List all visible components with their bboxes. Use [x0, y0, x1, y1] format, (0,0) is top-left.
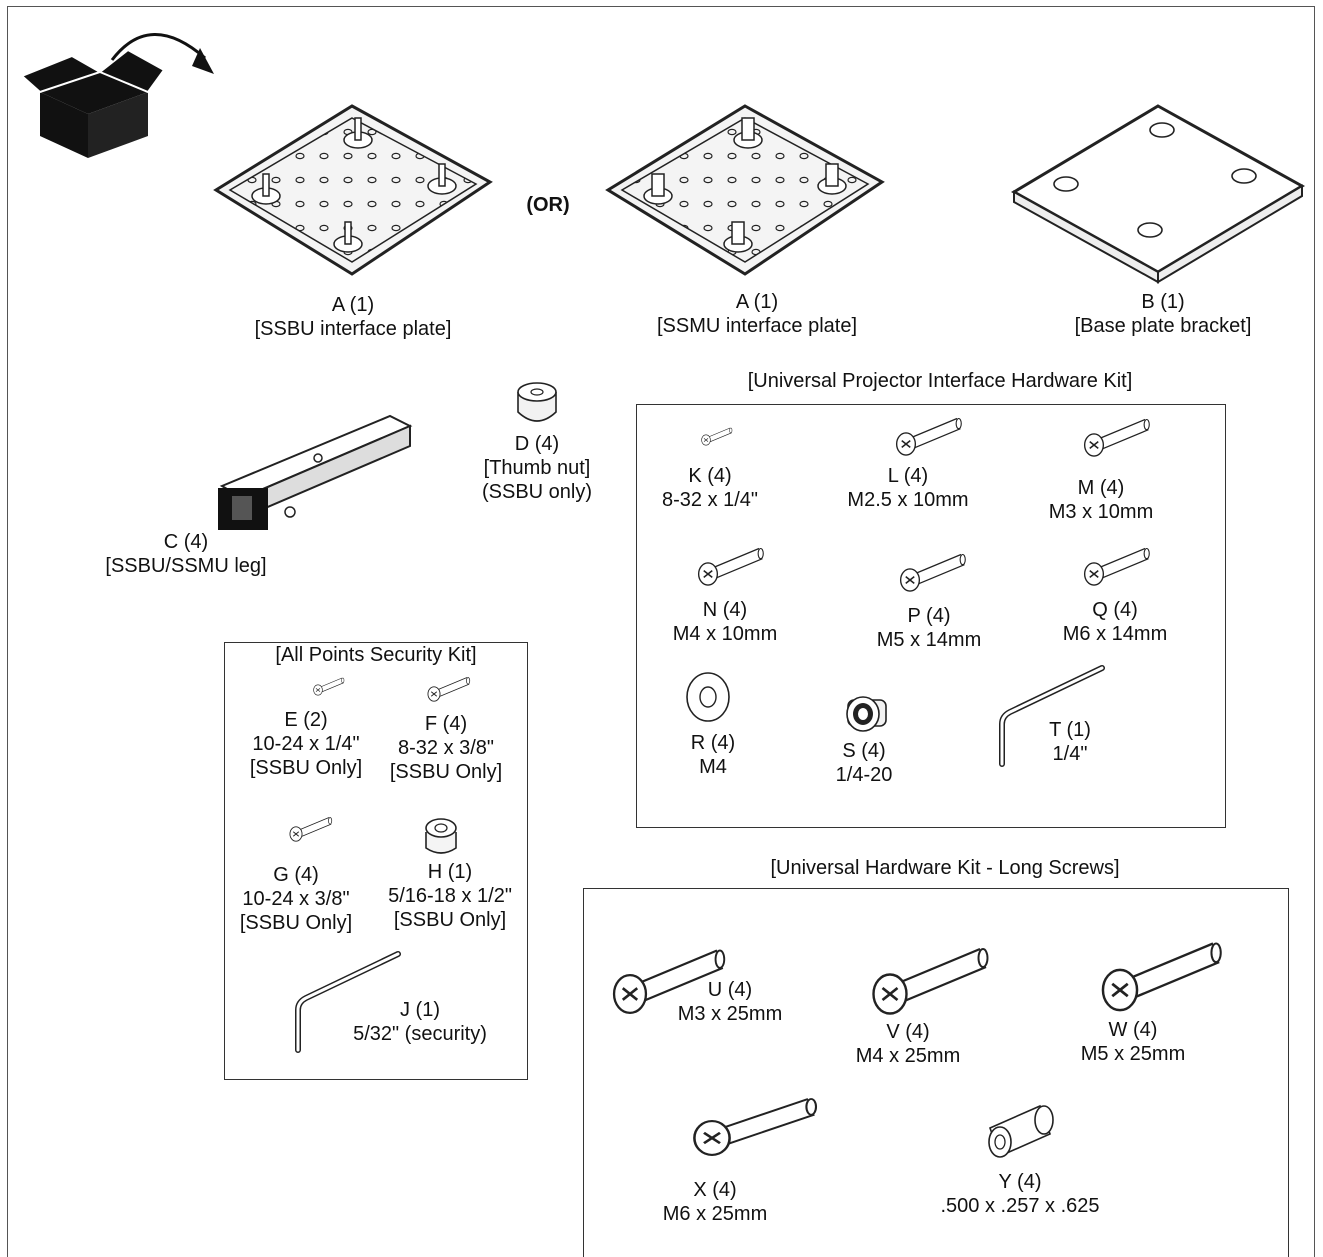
item-spec: M6 x 14mm: [1062, 623, 1168, 645]
leg-c-drawing: [218, 414, 413, 530]
item-id: H (1): [427, 861, 473, 883]
projector-item-s: S (4) 1/4-20: [836, 739, 893, 787]
part-id: A (1): [331, 294, 375, 316]
item-spec: M4 x 25mm: [855, 1045, 961, 1067]
item-id: Q (4): [1092, 599, 1138, 621]
item-id: T (1): [1049, 719, 1091, 741]
part-desc: [Base plate bracket]: [1074, 315, 1252, 337]
security-item-j: J (1) 5/32" (security): [353, 998, 487, 1046]
item-id: N (4): [702, 599, 748, 621]
projector-kit-title: [Universal Projector Interface Hardware …: [747, 370, 1133, 392]
or-label: (OR): [526, 194, 570, 216]
part-id: A (1): [735, 291, 779, 313]
item-note: [SSBU Only]: [249, 757, 363, 779]
item-spec: M4: [699, 756, 727, 778]
plate-a-ssmu-drawing: [605, 104, 885, 276]
item-spec: M2.5 x 10mm: [847, 489, 969, 511]
long-item-u: U (4) M3 x 25mm: [678, 978, 782, 1026]
projector-kit-icons: [686, 417, 1151, 765]
item-note: [SSBU Only]: [393, 909, 507, 931]
item-id: E (2): [284, 709, 328, 731]
item-spec: M5 x 14mm: [876, 629, 982, 651]
projector-item-q: Q (4) M6 x 14mm: [1063, 598, 1167, 646]
item-id: S (4): [842, 740, 886, 762]
projector-item-t: T (1) 1/4": [1049, 718, 1091, 766]
item-spec: 8-32 x 3/8": [397, 737, 495, 759]
item-spec: M6 x 25mm: [662, 1203, 768, 1225]
page-frame: [7, 6, 1315, 1257]
part-d-label: D (4) [Thumb nut] (SSBU only): [482, 432, 592, 504]
base-plate-b-drawing: [1010, 104, 1306, 284]
item-spec: 5/32" (security): [353, 1023, 487, 1045]
part-desc: [SSBU interface plate]: [254, 318, 452, 340]
part-id: C (4): [163, 531, 209, 553]
item-spec: .500 x .257 x .625: [940, 1195, 1100, 1217]
item-id: K (4): [688, 465, 732, 487]
security-kit-title: [All Points Security Kit]: [275, 644, 477, 666]
projector-item-r: R (4) M4: [691, 731, 735, 779]
projector-item-m: M (4) M3 x 10mm: [1049, 476, 1153, 524]
item-spec: 10-24 x 1/4": [252, 733, 360, 755]
item-spec: 8-32 x 1/4": [661, 489, 759, 511]
item-id: F (4): [424, 713, 468, 735]
thumb-nut-d-drawing: [517, 382, 557, 422]
item-id: L (4): [887, 465, 929, 487]
item-spec: M3 x 10mm: [1048, 501, 1154, 523]
part-a-ssmu-label: A (1) [SSMU interface plate]: [657, 290, 857, 338]
security-kit-icons: [289, 677, 471, 1051]
item-id: U (4): [707, 979, 753, 1001]
part-note: (SSBU only): [481, 481, 593, 503]
security-item-g: G (4) 10-24 x 3/8" [SSBU Only]: [240, 863, 352, 935]
item-spec: 1/4": [1052, 743, 1088, 765]
item-id: G (4): [273, 864, 319, 886]
item-note: [SSBU Only]: [239, 912, 353, 934]
projector-item-l: L (4) M2.5 x 10mm: [847, 464, 968, 512]
long-kit-box: [583, 888, 1289, 1257]
part-id: B (1): [1141, 291, 1185, 313]
security-item-e: E (2) 10-24 x 1/4" [SSBU Only]: [250, 708, 362, 780]
long-item-w: W (4) M5 x 25mm: [1081, 1018, 1185, 1066]
item-id: X (4): [693, 1179, 737, 1201]
long-item-x: X (4) M6 x 25mm: [663, 1178, 767, 1226]
item-spec: M3 x 25mm: [677, 1003, 783, 1025]
projector-item-p: P (4) M5 x 14mm: [877, 604, 981, 652]
item-id: Y (4): [998, 1171, 1042, 1193]
security-kit-box: [224, 642, 528, 1080]
item-spec: M5 x 25mm: [1080, 1043, 1186, 1065]
projector-kit-box: [636, 404, 1226, 828]
part-desc: [SSMU interface plate]: [656, 315, 858, 337]
part-b-label: B (1) [Base plate bracket]: [1075, 290, 1252, 338]
security-item-h: H (1) 5/16-18 x 1/2" [SSBU Only]: [388, 860, 512, 932]
long-item-v: V (4) M4 x 25mm: [856, 1020, 960, 1068]
plate-a-ssbu-drawing: [213, 104, 493, 276]
item-spec: 1/4-20: [835, 764, 893, 786]
item-id: P (4): [907, 605, 951, 627]
item-id: M (4): [1077, 477, 1125, 499]
item-id: W (4): [1108, 1019, 1158, 1041]
item-spec: M4 x 10mm: [672, 623, 778, 645]
unpack-box-icon: [20, 33, 214, 158]
long-kit-title: [Universal Hardware Kit - Long Screws]: [770, 857, 1120, 879]
long-item-y: Y (4) .500 x .257 x .625: [940, 1170, 1099, 1218]
part-desc: [SSBU/SSMU leg]: [105, 555, 267, 577]
projector-item-k: K (4) 8-32 x 1/4": [662, 464, 758, 512]
item-id: R (4): [690, 732, 736, 754]
item-spec: 10-24 x 3/8": [242, 888, 350, 910]
item-note: [SSBU Only]: [389, 761, 503, 783]
part-c-label: C (4) [SSBU/SSMU leg]: [105, 530, 266, 578]
security-item-f: F (4) 8-32 x 3/8" [SSBU Only]: [390, 712, 502, 784]
item-id: J (1): [400, 999, 440, 1021]
part-desc: [Thumb nut]: [483, 457, 591, 479]
projector-item-n: N (4) M4 x 10mm: [673, 598, 777, 646]
item-spec: 5/16-18 x 1/2": [388, 885, 512, 907]
part-a-ssbu-label: A (1) [SSBU interface plate]: [255, 293, 452, 341]
part-id: D (4): [514, 433, 560, 455]
long-screws-kit-icons: [612, 942, 1223, 1158]
item-id: V (4): [886, 1021, 930, 1043]
